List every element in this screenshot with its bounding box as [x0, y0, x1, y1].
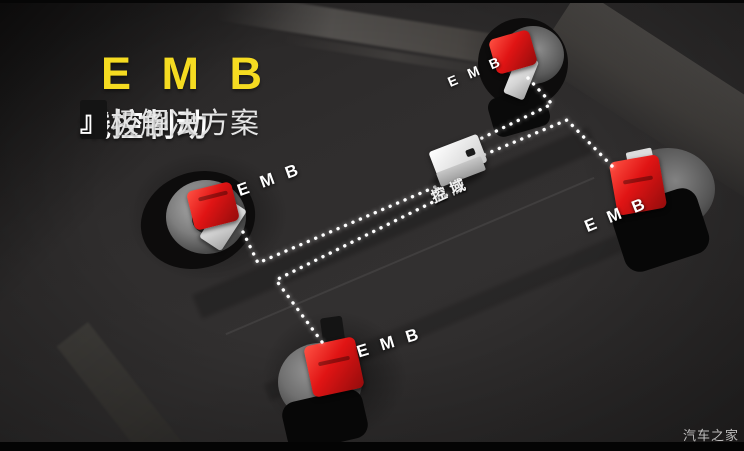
watermark: 汽车之家: [682, 428, 739, 443]
subtitle-rest: 终极解决方案: [80, 108, 261, 140]
top-black-edge: [0, 0, 744, 3]
subtitle-close-bracket: 』: [80, 100, 107, 139]
page-title: E M B: [101, 48, 272, 99]
wheel-front-left: [128, 152, 290, 285]
connection-front-right-caliper: [478, 76, 554, 141]
wheel-rear-left: [262, 311, 407, 451]
bottom-black-bar: [0, 442, 744, 451]
wheel-rear-right: [595, 138, 730, 276]
connection-rear-right-caliper: [472, 118, 614, 168]
connection-front-left-caliper: [241, 179, 451, 265]
connection-rear-left-caliper: [274, 191, 453, 344]
wheel-front-right: [460, 10, 585, 140]
